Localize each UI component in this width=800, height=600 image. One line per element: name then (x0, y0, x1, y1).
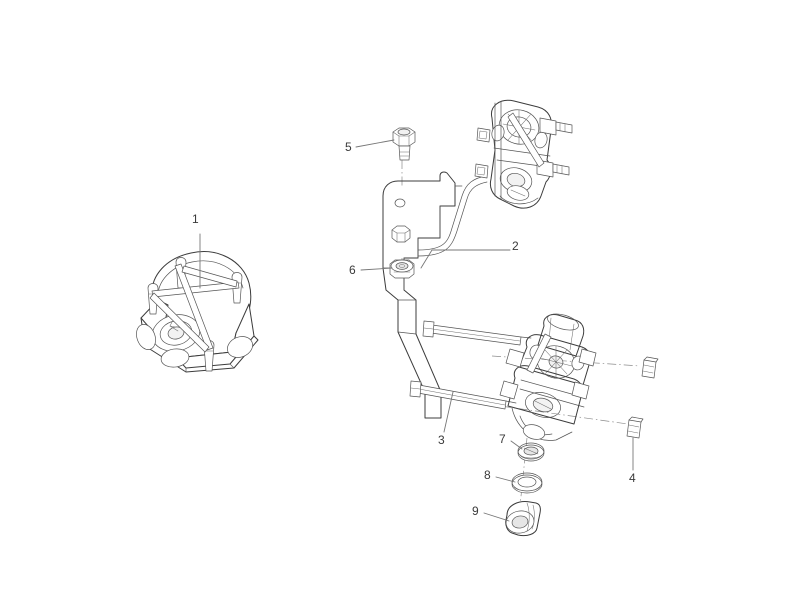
part-retaining-clip-lower[interactable] (626, 416, 644, 439)
assembly-lower-valve[interactable] (499, 311, 597, 442)
part-bushing-sleeve[interactable] (504, 501, 541, 537)
callout-label-9: 9 (472, 504, 479, 518)
part-mounting-bracket[interactable] (382, 171, 488, 419)
callout-label-2: 2 (512, 239, 519, 253)
callout-leader-lines (199, 139, 634, 522)
part-long-through-bolt-upper[interactable] (422, 320, 532, 346)
callout-label-6: 6 (349, 263, 356, 277)
part-retaining-clip-upper[interactable] (641, 356, 659, 379)
leader-5 (355, 139, 395, 148)
callout-label-4: 4 (629, 471, 636, 485)
callout-label-1: 1 (192, 212, 199, 226)
leader-6 (360, 267, 393, 271)
part-seal-ring[interactable] (517, 442, 545, 462)
part-pump-housing-assembly[interactable] (133, 251, 259, 373)
leader-7 (510, 440, 523, 450)
callout-label-7: 7 (499, 432, 506, 446)
callout-label-8: 8 (484, 468, 491, 482)
callout-label-5: 5 (345, 140, 352, 154)
assembly-upper-valve[interactable] (474, 99, 573, 209)
leader-9 (483, 512, 510, 522)
callout-label-3: 3 (438, 433, 445, 447)
part-flanged-nut[interactable] (389, 259, 415, 279)
part-long-through-bolt-lower[interactable] (409, 380, 517, 410)
leader-2 (420, 249, 511, 269)
pump-housing-straps (149, 263, 240, 353)
leader-3 (443, 391, 454, 433)
part-hex-head-bolt[interactable] (392, 127, 416, 161)
leader-8 (495, 476, 516, 483)
part-o-ring[interactable] (511, 472, 543, 494)
